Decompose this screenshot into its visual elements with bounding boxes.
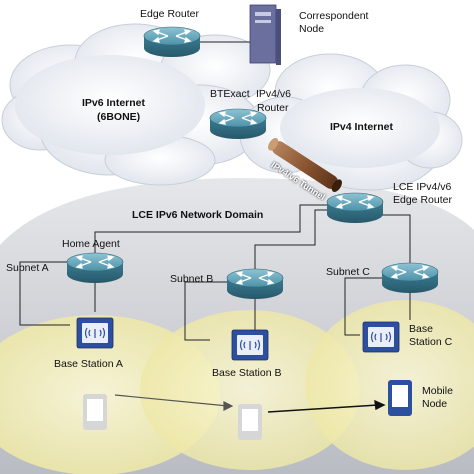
edge-router-icon	[143, 26, 201, 58]
mobile-node-ghost-b-icon	[238, 404, 262, 440]
subnet-c-router-icon	[381, 262, 439, 294]
subnet-b-label: Subnet B	[170, 273, 214, 285]
correspondent-node-label-1: Correspondent	[299, 10, 369, 22]
home-agent-label: Home Agent	[62, 238, 120, 250]
base-station-c-label-2: Station C	[409, 336, 453, 348]
lce-edge-router-label-1: LCE IPv4/v6	[393, 181, 452, 193]
ipv6-internet-label: IPv6 Internet	[82, 97, 146, 109]
lce-edge-router-icon	[326, 192, 384, 224]
ipv4-v6-tunnel	[268, 138, 342, 192]
correspondent-node-label-2: Node	[299, 23, 325, 35]
ipv4-internet-label: IPv4 Internet	[330, 121, 394, 133]
ipv6-internet-sublabel: (6BONE)	[97, 111, 141, 123]
base-station-c-label-1: Base	[409, 323, 433, 335]
lce-domain-label: LCE IPv6 Network Domain	[132, 209, 264, 221]
subnet-c-label: Subnet C	[326, 266, 370, 278]
movement-arrow-1	[114, 394, 234, 411]
movement-arrow-2	[267, 399, 386, 413]
correspondent-server-icon	[249, 4, 281, 65]
base-station-c-icon	[362, 321, 400, 353]
mobile-node-label-1: Mobile	[422, 385, 453, 397]
btexact-router-label-1b: IPv4/v6	[256, 88, 292, 100]
base-station-b-icon	[231, 329, 269, 361]
subnet-a-label: Subnet A	[6, 262, 49, 274]
btexact-router-label-2: Router	[257, 102, 289, 114]
edge-router-label: Edge Router	[140, 8, 199, 20]
mobile-node-icon	[388, 380, 412, 416]
base-station-b-label: Base Station B	[212, 367, 282, 379]
lce-edge-router-label-2: Edge Router	[393, 194, 452, 206]
mobile-node-ghost-a-icon	[83, 394, 107, 430]
home-agent-router-icon	[66, 252, 124, 284]
subnet-b-router-icon	[226, 268, 284, 300]
base-station-a-icon	[76, 317, 114, 349]
base-station-a-label: Base Station A	[54, 358, 123, 370]
mobile-node-label-2: Node	[422, 398, 448, 410]
btexact-router-label-1: BTExact	[210, 88, 250, 100]
coverage-area-b	[140, 310, 360, 470]
